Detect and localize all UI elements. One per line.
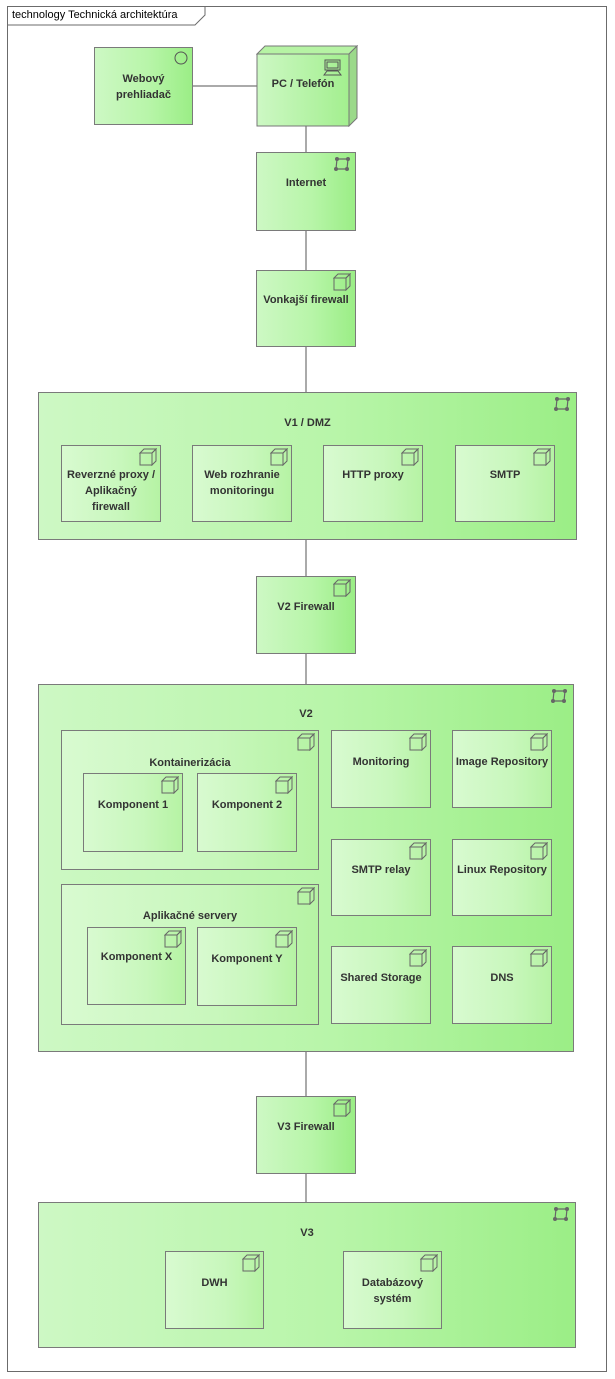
diagram-title: technology Technická architektúra [12,9,178,21]
containerization-title: Kontainerizácia [149,757,231,769]
network-icon [553,1207,569,1221]
device-node[interactable]: PC / Telefón [256,45,358,127]
component-label: Komponent X [100,951,173,963]
v2-item-linux-repository[interactable]: Linux Repository [452,839,552,916]
node-icon [530,842,548,860]
interface-icon [174,51,188,65]
outer-firewall-label: Vonkajší firewall [263,294,349,306]
node-icon [164,930,182,948]
dmz-item-label: Reverzné proxy / Aplikačný firewall [66,469,156,513]
component-label: Komponent 1 [97,799,169,811]
v3-item-label: Databázový systém [361,1277,424,1305]
node-icon [333,273,351,291]
v2-firewall-node[interactable]: V2 Firewall [256,576,356,654]
browser-node[interactable]: Webový prehliadač [94,47,193,125]
component-2[interactable]: Komponent 2 [197,773,297,852]
node-icon [530,949,548,967]
network-icon [554,397,570,411]
v3-item-database-system[interactable]: Databázový systém [343,1251,442,1329]
v3-firewall-node[interactable]: V3 Firewall [256,1096,356,1174]
v2-item-label: Image Repository [455,756,549,768]
node-icon [270,448,288,466]
node-icon [275,776,293,794]
node-icon [161,776,179,794]
v2-item-label: Linux Repository [457,864,547,876]
node-icon [409,733,427,751]
device-label: PC / Telefón [271,78,335,90]
v3-zone[interactable]: V3 [38,1202,576,1348]
browser-label: Webový prehliadač [115,73,172,101]
v2-item-label: DNS [490,972,514,984]
internet-label: Internet [285,177,327,189]
component-1[interactable]: Komponent 1 [83,773,183,852]
node-icon [409,842,427,860]
v2-item-image-repository[interactable]: Image Repository [452,730,552,808]
v2-item-smtp-relay[interactable]: SMTP relay [331,839,431,916]
node-icon [242,1254,260,1272]
dmz-item-web-monitoring[interactable]: Web rozhranie monitoringu [192,445,292,522]
node-icon [139,448,157,466]
app-servers-title: Aplikačné servery [142,910,238,922]
network-icon [334,157,350,171]
node-icon [533,448,551,466]
v3-item-dwh[interactable]: DWH [165,1251,264,1329]
node-icon [409,949,427,967]
component-y[interactable]: Komponent Y [197,927,297,1006]
device-icon [323,59,342,76]
v2-item-dns[interactable]: DNS [452,946,552,1024]
dmz-item-smtp[interactable]: SMTP [455,445,555,522]
component-x[interactable]: Komponent X [87,927,186,1005]
v2-item-shared-storage[interactable]: Shared Storage [331,946,431,1024]
internet-node[interactable]: Internet [256,152,356,231]
v2-item-label: Shared Storage [340,972,422,984]
dmz-item-reverse-proxy[interactable]: Reverzné proxy / Aplikačný firewall [61,445,161,522]
v3-firewall-label: V3 Firewall [277,1121,335,1133]
node-icon [297,887,315,905]
v2-item-label: SMTP relay [351,864,411,876]
node-icon [275,930,293,948]
node-icon [401,448,419,466]
dmz-item-label: HTTP proxy [342,469,404,481]
device-box-shape [256,45,358,127]
component-label: Komponent 2 [211,799,283,811]
v2-firewall-label: V2 Firewall [277,601,335,613]
node-icon [420,1254,438,1272]
v3-title: V3 [300,1227,314,1239]
outer-firewall-node[interactable]: Vonkajší firewall [256,270,356,347]
dmz-item-label: Web rozhranie monitoringu [204,469,280,497]
v2-item-monitoring[interactable]: Monitoring [331,730,431,808]
node-icon [333,579,351,597]
dmz-item-label: SMTP [489,469,521,481]
v2-item-label: Monitoring [352,756,410,768]
network-icon [551,689,567,703]
node-icon [333,1099,351,1117]
dmz-item-http-proxy[interactable]: HTTP proxy [323,445,423,522]
dmz-title: V1 / DMZ [284,417,331,429]
component-label: Komponent Y [211,953,283,965]
node-icon [297,733,315,751]
diagram-frame [7,6,607,1372]
node-icon [530,733,548,751]
v2-title: V2 [299,708,313,720]
v3-item-label: DWH [201,1277,228,1289]
